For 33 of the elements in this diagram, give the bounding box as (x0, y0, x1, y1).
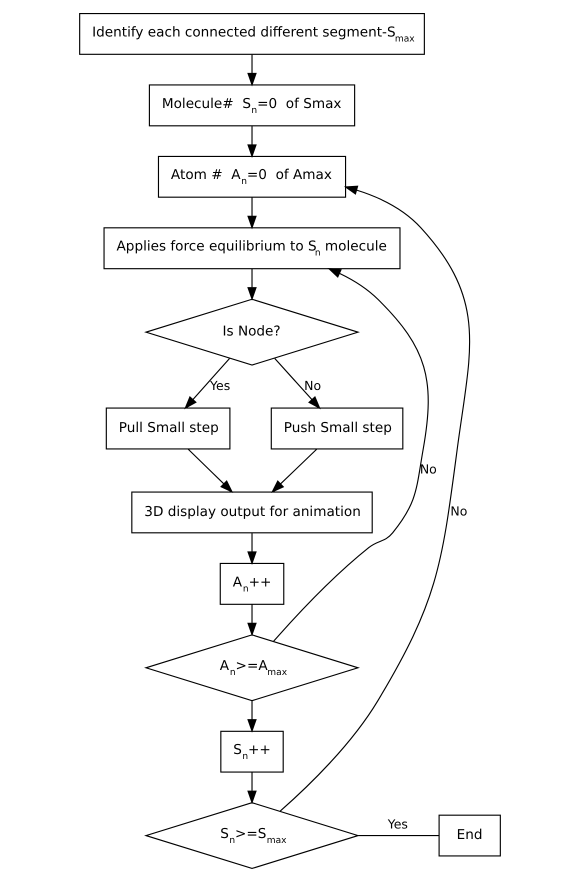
edge-label: No (450, 503, 467, 518)
arrow (187, 448, 233, 492)
arrow (246, 604, 256, 636)
edge-label: No (419, 461, 436, 476)
edge-label: Yes (210, 377, 230, 392)
node-box: Applies force equilibrium to S$_{n}$ molecule (102, 226, 400, 269)
node-box: End (438, 814, 500, 856)
arrow (246, 268, 256, 300)
edge-label: No (304, 377, 321, 392)
edge-label: Yes (387, 816, 408, 832)
arrow (246, 54, 256, 86)
arrow (184, 358, 230, 409)
arrow (274, 358, 320, 409)
arrow (246, 197, 256, 229)
node-box: S$_{n}$++ (220, 730, 284, 772)
node-box: Identify each connected different segment-S$_{max}$ (78, 12, 424, 54)
node-diamond: A$_{n}$>=A$_{max}$ (144, 634, 360, 701)
node-diamond: Is Node? (144, 298, 360, 366)
arrow (246, 532, 256, 564)
node-box: 3D display output for animation (130, 490, 372, 533)
node-box: A$_{n}$++ (219, 562, 284, 604)
arrow (246, 126, 256, 158)
node-box: Pull Small step (105, 407, 230, 449)
arrow (246, 772, 256, 804)
arrow (272, 268, 428, 642)
node-diamond: S$_{n}$>=S$_{max}$ (144, 802, 360, 869)
arrow (270, 448, 317, 492)
node-box: Molecule# S$_{n}$=0 of Smax (148, 84, 355, 126)
node-box: Push Small step (270, 407, 403, 449)
arrow (279, 185, 470, 811)
connector (358, 834, 439, 836)
node-box: Atom # A$_{n}$=0 of Amax (157, 155, 346, 198)
arrow (246, 700, 256, 732)
